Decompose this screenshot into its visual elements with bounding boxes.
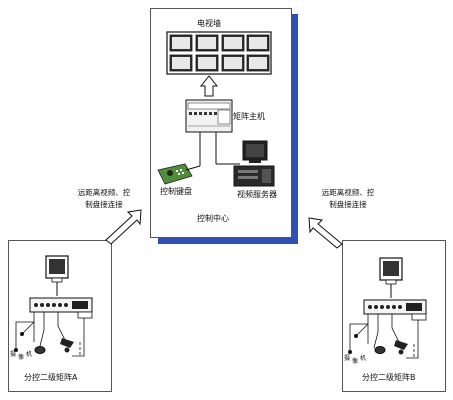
sub-a-monitor xyxy=(45,255,69,296)
link-caption-left-line2: 制盘接连接 xyxy=(85,200,123,209)
camera-label-a-3: 机 xyxy=(26,351,33,358)
sub-b-cameras xyxy=(348,334,408,355)
link-caption-left: 远距离视频、控 制盘接连接 xyxy=(68,187,140,211)
video-server-label: 视频服务器 xyxy=(237,190,277,199)
sub-b-matrix xyxy=(363,299,427,321)
matrix-host-label: 矩阵主机 xyxy=(233,112,265,121)
control-keyboard xyxy=(157,163,201,185)
video-wall xyxy=(166,31,272,75)
camera-label-b-1: 摄 xyxy=(344,355,351,362)
sub-a-cameras xyxy=(14,332,74,354)
sub-a-matrix xyxy=(29,297,93,319)
link-caption-right-line1: 远距离视频、控 xyxy=(321,188,375,197)
sub-a-wiring xyxy=(15,312,85,357)
camera-label-b-2: 像 xyxy=(352,358,359,365)
video-wall-label: 电视墙 xyxy=(197,19,221,28)
camera-label-a-2: 像 xyxy=(18,354,25,361)
sub-b-wiring xyxy=(349,314,419,359)
link-caption-right: 远距离视频、控 制盘接连接 xyxy=(310,187,386,211)
camera-label-b-3: 机 xyxy=(360,355,367,362)
link-arrow-left xyxy=(105,209,142,245)
sub-a-title: 分控二级矩阵A xyxy=(24,373,78,382)
control-center-title: 控制中心 xyxy=(197,214,229,223)
video-server xyxy=(233,140,275,187)
up-arrow xyxy=(199,75,219,97)
link-caption-right-line2: 制盘接连接 xyxy=(329,200,367,209)
sub-b-monitor xyxy=(379,257,403,298)
keyboard-label: 控制键盘 xyxy=(160,187,192,196)
sub-b-title: 分控二级矩阵B xyxy=(362,373,416,382)
matrix-host xyxy=(185,99,240,166)
link-caption-left-line1: 远距离视频、控 xyxy=(77,188,131,197)
link-arrow-right xyxy=(308,217,343,249)
camera-label-a-1: 摄 xyxy=(10,351,17,358)
